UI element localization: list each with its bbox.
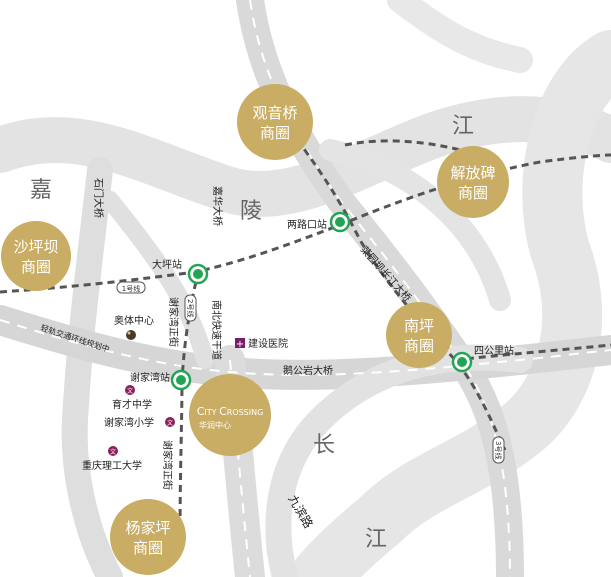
poi-label: 育才中学 — [112, 398, 152, 411]
line-badge-bg — [116, 281, 146, 294]
station-labels: 大坪站 两路口站 谢家湾站 四公里站 — [130, 218, 514, 384]
yangtze-river-band — [290, 30, 611, 577]
poi-label: 奥体中心 — [114, 314, 154, 327]
poi-label: 建设医院 — [248, 337, 288, 350]
metro-line-3 — [288, 129, 507, 451]
school-icon-glyph: 文 — [167, 419, 173, 427]
station-daping[interactable] — [187, 263, 209, 285]
metro-line-4 — [344, 139, 461, 152]
top-right-band — [387, 0, 533, 73]
river-char-ling: 陵 — [240, 199, 262, 224]
project-name: CITY CROSSING — [197, 405, 264, 418]
right-curve-road — [319, 139, 511, 311]
line-badge-bg — [492, 436, 505, 464]
line-badge-1: 1号线 — [116, 281, 146, 294]
district-guanyinqiao[interactable]: 观音桥 商圈 — [237, 84, 313, 160]
district-label: 商圈 — [21, 258, 51, 276]
river-char-jia: 嘉 — [30, 178, 52, 203]
district-circle — [110, 499, 186, 575]
station-dot — [176, 375, 186, 385]
horizontal-road-dash — [0, 319, 611, 376]
school-icon-glyph: 文 — [110, 448, 116, 456]
district-jiefangbei[interactable]: 解放碑 商圈 — [437, 146, 509, 218]
district-circles: 观音桥 商圈 解放碑 商圈 沙坪坝 商圈 南坪 商圈 杨家坪 商圈 — [1, 84, 509, 575]
school-icon — [125, 385, 135, 395]
district-label: 商圈 — [260, 124, 290, 142]
line-badge-2: 2号线 — [184, 294, 197, 322]
road-label-xiejiawan-upper: 谢家湾正街 — [167, 297, 180, 347]
district-circle — [386, 302, 452, 368]
poi-label: 重庆理工大学 — [82, 459, 142, 472]
district-label: 解放碑 — [450, 164, 495, 182]
road-label-nanbei-expressway: 南北快速干道 — [210, 300, 223, 360]
station-lianglukou[interactable] — [329, 211, 351, 233]
district-circle — [237, 84, 313, 160]
mid-left-road — [101, 191, 214, 369]
poi-yucai[interactable]: 文 育才中学 — [112, 385, 152, 411]
project-name-rest1: ITY — [204, 408, 219, 417]
station-label-lianglukou: 两路口站 — [287, 218, 327, 231]
road-label-shimen-bridge: 石门大桥 — [92, 178, 105, 218]
stations — [170, 211, 473, 391]
district-nanping[interactable]: 南坪 商圈 — [386, 302, 452, 368]
station-label-daping: 大坪站 — [152, 258, 182, 271]
school-icon — [108, 446, 118, 456]
poi-xiejiawan-school[interactable]: 谢家湾小学 文 — [104, 416, 175, 429]
river-labels: 嘉 陵 江 长 江 — [30, 114, 474, 552]
project-city-crossing[interactable]: CITY CROSSING 华润中心 — [189, 374, 271, 456]
poi-sports-center[interactable]: 奥体中心 — [114, 314, 154, 340]
district-label: 观音桥 — [252, 104, 297, 122]
station-dot — [457, 357, 467, 367]
district-label: 杨家坪 — [125, 519, 170, 537]
ball-icon — [126, 330, 136, 340]
district-circle — [437, 146, 509, 218]
lower-loop-road — [265, 344, 533, 577]
hospital-icon — [235, 338, 245, 348]
line-badge-3: 3号线 — [492, 436, 505, 464]
district-label: 沙坪坝 — [13, 238, 58, 256]
metro-line-1 — [0, 153, 611, 294]
line-badges: 1号线 2号线 3号线 — [116, 281, 505, 464]
upper-road-dash — [249, 0, 511, 577]
line-badge-label: 1号线 — [122, 284, 140, 293]
project-name-rest2: ROSSING — [227, 408, 264, 417]
station-label-xiejiawan: 谢家湾站 — [130, 371, 170, 384]
station-xiejiawan[interactable] — [170, 369, 192, 391]
station-dot — [193, 269, 203, 279]
district-label: 商圈 — [458, 184, 488, 202]
road-label-jiahua-bridge: 嘉华大桥 — [211, 186, 224, 226]
district-yangjiaping[interactable]: 杨家坪 商圈 — [110, 499, 186, 575]
pois: 奥体中心 + 建设医院 文 育才中学 谢家湾小学 文 文 重庆理工大学 — [82, 314, 288, 472]
station-label-sigongli: 四公里站 — [474, 344, 514, 357]
line-badge-label: 2号线 — [186, 299, 195, 317]
school-icon — [165, 417, 175, 427]
river-char-chang: 长 — [313, 433, 335, 458]
school-icon-glyph: 文 — [127, 387, 133, 395]
project-name-c2: C — [219, 405, 227, 418]
district-shapingba[interactable]: 沙坪坝 商圈 — [1, 221, 71, 291]
ball-icon-dot — [127, 331, 131, 335]
project-name-c1: C — [197, 405, 205, 418]
left-vertical-road — [61, 157, 123, 577]
station-dot — [335, 217, 345, 227]
river-char-jiang-1: 江 — [452, 114, 474, 139]
river-char-jiang-2: 江 — [365, 527, 387, 552]
station-sigongli[interactable] — [451, 351, 473, 373]
project-subtitle: 华润中心 — [199, 420, 231, 430]
poi-hospital[interactable]: + 建设医院 — [235, 337, 288, 350]
poi-label: 谢家湾小学 — [104, 416, 154, 429]
road-label-xiejiawan-lower: 谢家湾正街 — [161, 440, 174, 490]
poi-cqut[interactable]: 文 重庆理工大学 — [82, 446, 142, 472]
district-label: 商圈 — [404, 337, 434, 355]
hospital-icon-glyph: + — [236, 339, 244, 350]
district-label: 南坪 — [404, 317, 434, 335]
road-label-egongyan-bridge: 鹅公岩大桥 — [283, 364, 333, 377]
district-label: 商圈 — [133, 539, 163, 557]
project-circle — [189, 374, 271, 456]
line-badge-bg — [184, 294, 197, 322]
district-circle — [1, 221, 71, 291]
line-badge-label: 3号线 — [494, 441, 503, 459]
